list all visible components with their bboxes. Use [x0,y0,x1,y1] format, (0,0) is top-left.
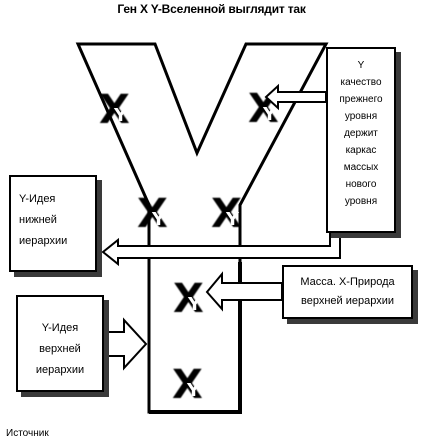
box-line: массых [343,162,379,173]
box-line: нижней [19,214,57,226]
xy-glyph-stem-lower: X Y [172,362,203,408]
box-line: Масса. X-Природа [300,276,395,288]
box-line: верхней [39,343,81,355]
arrow-upper-idea-to-stem [103,317,148,371]
y-subscript-glyph: Y [113,105,128,126]
box-line: Y-Идея [41,322,79,334]
box-line: держит [344,128,378,139]
y-subscript-glyph: Y [187,294,202,315]
box-line: качество [340,77,382,88]
box-line: иерархии [35,364,85,376]
y-lower-idea-box: Y-Идея нижней иерархии [9,175,97,272]
y-subscript-glyph: Y [186,380,201,401]
y-quality-box: Y качество прежнего уровня держит каркас… [326,47,396,233]
box-line: уровня [344,111,378,122]
box-line: нового [345,179,377,190]
y-subscript-glyph: Y [262,104,277,125]
x-glyph: X [99,87,130,133]
big-y-shadow [149,262,242,414]
xy-glyph-top-left: X Y [99,87,130,133]
diagram-title: Ген X Y-Вселенной выглядит так [117,2,306,16]
box-line: Y-Идея [19,193,56,205]
box-line: верхней иерархии [300,295,394,307]
y-upper-idea-box: Y-Идея верхней иерархии [16,295,104,392]
box-line: каркас [345,145,377,156]
xy-glyph-stem-upper: X Y [173,276,204,322]
mass-x-nature-box: Масса. X-Природа верхней иерархии [282,265,413,319]
x-glyph: X [137,191,168,237]
xy-glyph-mid-right: X Y [211,191,242,237]
box-line: иерархии [19,235,68,247]
box-line: Y [357,60,365,71]
y-subscript-glyph: Y [151,209,166,230]
box-line: уровня [344,196,378,207]
arrow-mass-to-stem [205,271,283,312]
x-glyph: X [173,276,204,322]
y-subscript-glyph: Y [225,209,240,230]
box-line: прежнего [339,94,383,105]
x-glyph: X [172,362,203,408]
x-glyph: X [211,191,242,237]
xy-glyph-mid-left: X Y [137,191,168,237]
arrow-quality-to-lower-idea [101,225,341,267]
arrow-quality-to-glyph [264,83,327,111]
